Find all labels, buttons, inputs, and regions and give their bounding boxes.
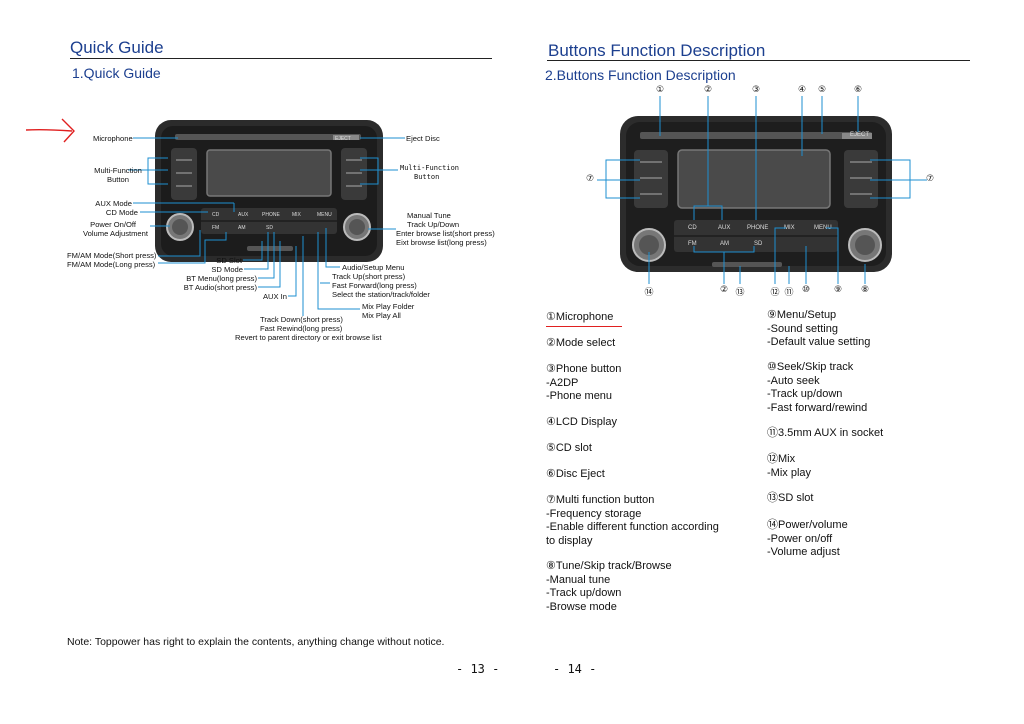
label-track-down: Track Down(short press) — [260, 315, 343, 324]
callout-1: ① — [655, 85, 665, 95]
label-multi-function-right-2: Button — [414, 173, 440, 181]
desc-item-14: ⑭Power/volume-Power on/off-Volume adjust — [767, 519, 848, 558]
callout-5: ⑤ — [817, 85, 827, 95]
right-page-number: - 14 - — [553, 662, 597, 676]
label-enter-browse: Enter browse list(short press) — [396, 229, 495, 238]
callout-4: ④ — [797, 85, 807, 95]
label-power: Power On/Off — [90, 220, 136, 229]
callout-7-right: ⑦ — [925, 174, 935, 184]
label-cd-mode: CD Mode — [105, 208, 138, 217]
callout-13: ⑬ — [735, 288, 745, 298]
sd-button-label: SD — [266, 225, 273, 231]
desc-item-4: ④LCD Display — [546, 416, 617, 428]
desc-item-13: ⑬SD slot — [767, 492, 814, 504]
phone-button-label-right: PHONE — [747, 225, 769, 231]
left-page-subheading: 1.Quick Guide — [72, 65, 161, 81]
disclaimer-note: Note: Toppower has right to explain the … — [67, 636, 445, 648]
desc-item-11: ⑪3.5mm AUX in socket — [767, 427, 884, 439]
label-microphone: Microphone — [93, 134, 133, 143]
callout-3: ③ — [751, 85, 761, 95]
desc-item-7: ⑦Multi function button-Frequency storage… — [546, 494, 719, 547]
desc-item-1: ①Microphone — [546, 311, 614, 323]
label-manual-tune: Manual Tune — [407, 211, 451, 220]
label-sd-mode: SD Mode — [211, 265, 243, 274]
right-heading-rule — [547, 60, 970, 61]
left-page-heading: Quick Guide — [70, 38, 164, 57]
callout-7-left: ⑦ — [585, 174, 595, 184]
right-page-heading: Buttons Function Description — [548, 41, 766, 60]
label-fm-am-short: FM/AM Mode(Short press) — [67, 251, 157, 260]
callout-10: ⑩ — [801, 285, 811, 295]
callout-12: ⑫ — [770, 288, 780, 298]
cd-button-label: CD — [212, 212, 220, 218]
callout-2: ② — [703, 85, 713, 95]
eject-button-label-right: EJECT — [850, 132, 870, 138]
label-volume: Volume Adjustment — [82, 229, 148, 238]
label-select-station: Select the station/track/folder — [332, 290, 430, 299]
label-aux-mode: AUX Mode — [95, 199, 132, 208]
label-bt-audio: BT Audio(short press) — [183, 283, 257, 292]
callout-6: ⑥ — [853, 85, 863, 95]
am-button-label-right: AM — [720, 241, 729, 247]
label-aux-in: AUX In — [262, 292, 287, 301]
desc-item-5: ⑤CD slot — [546, 442, 592, 454]
desc-item-2: ②Mode select — [546, 337, 616, 349]
label-eject-disc: Eject Disc — [406, 134, 440, 143]
menu-button-label-right: MENU — [814, 225, 832, 231]
am-button-label: AM — [238, 225, 246, 231]
left-heading-rule — [70, 58, 492, 59]
callout-11: ⑪ — [784, 288, 794, 298]
cd-button-label-right: CD — [688, 225, 697, 231]
sd-button-label-right: SD — [754, 241, 763, 247]
label-exit-browse: Eixt browse list(long press) — [396, 238, 487, 247]
eject-button-label: EJECT — [335, 136, 351, 142]
menu-button-label: MENU — [317, 212, 332, 218]
label-sd-slot: SD Slot — [216, 256, 242, 265]
red-arrow-annotation — [25, 118, 75, 143]
label-audio-setup: Audio/Setup Menu — [342, 263, 405, 272]
label-track-up-down: Track Up/Down — [407, 220, 460, 229]
aux-button-label-right: AUX — [718, 225, 731, 231]
label-fast-forward: Fast Forward(long press) — [332, 281, 417, 290]
callout-2-bottom: ② — [719, 285, 729, 295]
label-multi-function-left-1: Multi-Function — [94, 166, 142, 175]
callout-8: ⑧ — [860, 285, 870, 295]
label-bt-menu: BT Menu(long press) — [186, 274, 257, 283]
fm-button-label-right: FM — [688, 241, 697, 247]
desc-item-12: ⑫Mix-Mix play — [767, 453, 812, 479]
desc-item-10: ⑩Seek/Skip track-Auto seek-Track up/down… — [767, 361, 868, 414]
left-page-number: - 13 - — [456, 662, 500, 676]
label-track-up-short: Track Up(short press) — [332, 272, 406, 281]
right-page-subheading: 2.Buttons Function Description — [545, 67, 736, 83]
fm-button-label: FM — [212, 225, 220, 231]
red-underline-annotation — [546, 326, 622, 327]
radio-unit-left — [155, 120, 383, 262]
label-mix-folder: Mix Play Folder — [362, 302, 415, 311]
label-fast-rewind: Fast Rewind(long press) — [260, 324, 343, 333]
label-fm-am-long: FM/AM Mode(Long press) — [67, 260, 156, 269]
callout-9: ⑨ — [833, 285, 843, 295]
aux-button-label: AUX — [238, 212, 249, 218]
callout-14: ⑭ — [644, 288, 654, 298]
desc-item-6: ⑥Disc Eject — [546, 468, 605, 480]
label-mix-all: Mix Play All — [362, 311, 401, 320]
desc-item-3: ③Phone button-A2DP-Phone menu — [546, 363, 622, 402]
label-multi-function-left-2: Button — [107, 175, 129, 184]
mix-button-label: MIX — [292, 212, 301, 218]
label-multi-function-right-1: Multi-Function — [400, 164, 460, 172]
phone-button-label: PHONE — [262, 212, 280, 218]
desc-item-9: ⑨Menu/Setup-Sound setting-Default value … — [767, 309, 871, 348]
mix-button-label-right: MIX — [784, 225, 795, 231]
desc-item-8: ⑧Tune/Skip track/Browse-Manual tune-Trac… — [546, 560, 672, 613]
label-revert: Revert to parent directory or exit brows… — [235, 333, 382, 342]
